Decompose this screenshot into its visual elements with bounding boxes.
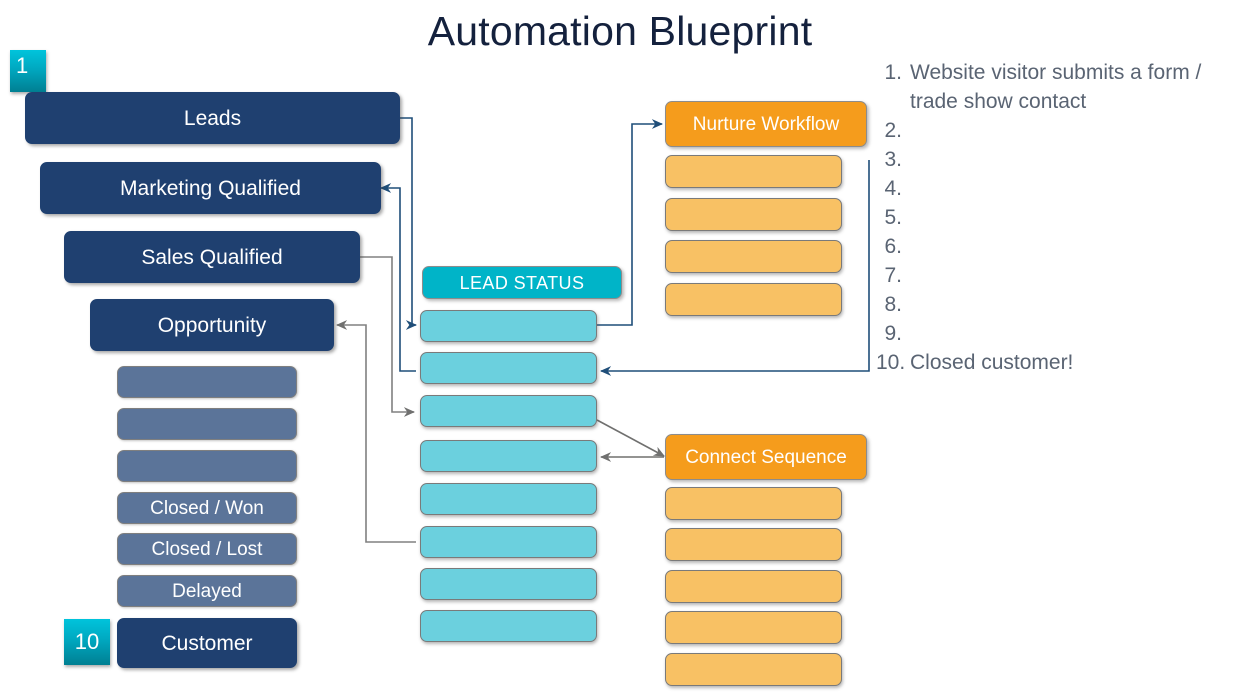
funnel-stage-leads[interactable]: Leads	[25, 92, 400, 144]
nurture-workflow-row-2[interactable]	[665, 198, 842, 231]
nurture-workflow-row-3[interactable]	[665, 240, 842, 273]
connector-sales-qualified-to-status	[360, 256, 416, 417]
list-item: 4.	[876, 174, 1232, 203]
connector-status-to-opportunity	[335, 320, 416, 543]
connect-sequence-header: Connect Sequence	[665, 434, 867, 480]
lead-status-row-7[interactable]	[420, 568, 597, 600]
steps-list: 1. Website visitor submits a form / trad…	[876, 58, 1232, 377]
funnel-stage-marketing-qualified[interactable]: Marketing Qualified	[40, 162, 381, 214]
connect-sequence-row-2[interactable]	[665, 528, 842, 561]
funnel-stage-customer[interactable]: Customer	[117, 618, 297, 668]
list-item: 3.	[876, 145, 1232, 174]
funnel-substage-1[interactable]	[117, 366, 297, 398]
step-badge-1: 1	[10, 50, 46, 92]
list-item: 5.	[876, 203, 1232, 232]
funnel-stage-sales-qualified[interactable]: Sales Qualified	[64, 231, 360, 283]
connect-sequence-row-5[interactable]	[665, 653, 842, 686]
list-item-number: 1.	[884, 61, 902, 84]
connect-sequence-row-3[interactable]	[665, 570, 842, 603]
list-item: 8.	[876, 290, 1232, 319]
list-item-number: 4.	[884, 177, 902, 200]
list-item: 2.	[876, 116, 1232, 145]
funnel-substage-closed-lost[interactable]: Closed / Lost	[117, 533, 297, 565]
lead-status-row-3[interactable]	[420, 395, 597, 427]
lead-status-row-6[interactable]	[420, 526, 597, 558]
connector-leads-to-status	[400, 117, 418, 330]
list-item-text: Website visitor submits a form / trade s…	[910, 61, 1202, 113]
list-item-number: 9.	[884, 322, 902, 345]
list-item: 10. Closed customer!	[876, 348, 1232, 377]
connector-status-to-marketing-qualified	[379, 183, 416, 372]
lead-status-row-8[interactable]	[420, 610, 597, 642]
page-title: Automation Blueprint	[427, 8, 813, 54]
connect-sequence-row-1[interactable]	[665, 487, 842, 520]
funnel-stage-opportunity[interactable]: Opportunity	[90, 299, 334, 351]
nurture-workflow-row-1[interactable]	[665, 155, 842, 188]
funnel-substage-delayed[interactable]: Delayed	[117, 575, 297, 607]
nurture-workflow-header: Nurture Workflow	[665, 101, 867, 147]
list-item-number: 7.	[884, 264, 902, 287]
list-item-number: 6.	[884, 235, 902, 258]
funnel-substage-3[interactable]	[117, 450, 297, 482]
list-item: 7.	[876, 261, 1232, 290]
funnel-substage-closed-won[interactable]: Closed / Won	[117, 492, 297, 524]
list-item-number: 8.	[884, 293, 902, 316]
list-item-number: 2.	[884, 119, 902, 142]
list-item: 6.	[876, 232, 1232, 261]
connect-sequence-row-4[interactable]	[665, 611, 842, 644]
lead-status-row-5[interactable]	[420, 483, 597, 515]
lead-status-row-4[interactable]	[420, 440, 597, 472]
connector-status-to-connect-sequence	[596, 419, 665, 457]
list-item-number: 10.	[876, 351, 906, 374]
nurture-workflow-row-4[interactable]	[665, 283, 842, 316]
lead-status-row-1[interactable]	[420, 310, 597, 342]
funnel-substage-2[interactable]	[117, 408, 297, 440]
lead-status-header: LEAD STATUS	[422, 266, 622, 299]
list-item-text: Closed customer!	[910, 351, 1074, 374]
list-item-number: 3.	[884, 148, 902, 171]
list-item: 9.	[876, 319, 1232, 348]
list-item-number: 5.	[884, 206, 902, 229]
lead-status-row-2[interactable]	[420, 352, 597, 384]
list-item: 1. Website visitor submits a form / trad…	[876, 58, 1232, 116]
step-badge-10: 10	[64, 619, 110, 665]
